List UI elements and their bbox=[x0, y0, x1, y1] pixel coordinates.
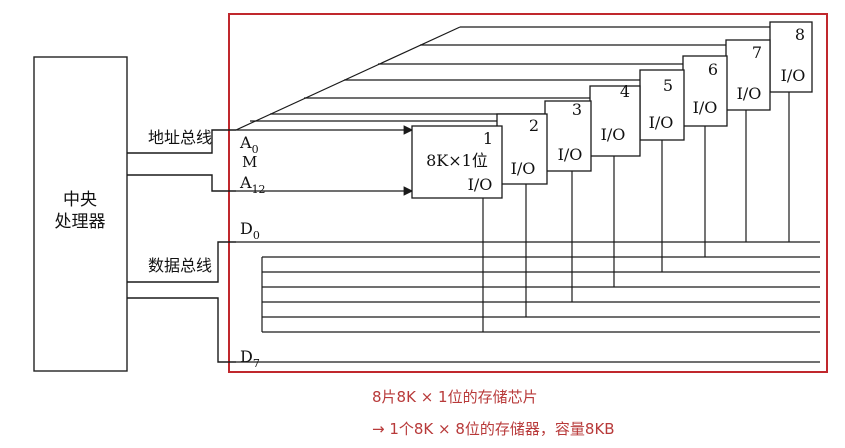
chip-6-box bbox=[682, 55, 728, 127]
chip-8: 8 I/O bbox=[769, 21, 813, 93]
chip-2-io: I/O bbox=[511, 159, 536, 178]
chip-4-box bbox=[589, 85, 641, 157]
address-bus-line bbox=[127, 129, 236, 154]
caption-line-1: 8片8K × 1位的存储芯片 bbox=[372, 388, 538, 406]
chip-4: 4 I/O bbox=[589, 82, 641, 157]
chip-5: 5 I/O bbox=[639, 69, 685, 141]
caption-line-2: → 1个8K × 8位的存储器，容量8KB bbox=[372, 420, 615, 438]
chip-1-capacity: 8K×1位 bbox=[426, 151, 488, 170]
chip-7-number: 7 bbox=[752, 43, 762, 62]
data-bus-lines bbox=[236, 241, 820, 363]
io-connections bbox=[482, 92, 790, 332]
data-bus-line-2 bbox=[127, 297, 236, 363]
chip-7-box bbox=[725, 39, 771, 111]
pin-d7: D7 bbox=[240, 347, 260, 370]
chip-6: 6 I/O bbox=[682, 55, 728, 127]
chip-3-number: 3 bbox=[572, 100, 582, 119]
chip-2-number: 2 bbox=[529, 116, 539, 135]
pin-a0: A0 bbox=[239, 133, 259, 156]
chip-8-io: I/O bbox=[781, 66, 806, 85]
pin-a12: A12 bbox=[239, 173, 266, 196]
chip-4-number: 4 bbox=[620, 82, 630, 101]
cpu-label-line2: 处理器 bbox=[55, 212, 106, 232]
chip-6-number: 6 bbox=[708, 60, 718, 79]
chip-3-box bbox=[544, 100, 592, 172]
address-bus-line-2 bbox=[127, 174, 236, 192]
address-fan-top bbox=[235, 26, 461, 131]
chip-1: 1 8K×1位 I/O bbox=[411, 125, 503, 199]
chip-1-box bbox=[411, 125, 503, 199]
chip-3-io: I/O bbox=[558, 145, 583, 164]
address-bus-label: 地址总线 bbox=[148, 128, 212, 147]
pin-m: M bbox=[242, 153, 257, 171]
chip-5-box bbox=[639, 69, 685, 141]
chip-6-io: I/O bbox=[693, 98, 718, 117]
chip-7: 7 I/O bbox=[725, 39, 771, 111]
chip-4-io: I/O bbox=[601, 125, 626, 144]
memory-frame bbox=[228, 13, 828, 373]
chip-1-io: I/O bbox=[468, 175, 493, 194]
pin-d0: D0 bbox=[240, 219, 260, 242]
chip-5-number: 5 bbox=[663, 76, 673, 95]
data-bus-label: 数据总线 bbox=[148, 256, 212, 275]
chip-8-number: 8 bbox=[795, 25, 805, 44]
cpu-box bbox=[33, 56, 128, 372]
data-bus-line bbox=[127, 241, 236, 283]
chip-7-io: I/O bbox=[737, 84, 762, 103]
cpu-label-line1: 中央 bbox=[63, 190, 97, 210]
chip-2: 2 I/O bbox=[496, 113, 548, 185]
chip-5-io: I/O bbox=[649, 113, 674, 132]
chip-1-number: 1 bbox=[483, 129, 493, 148]
chip-3: 3 I/O bbox=[544, 100, 592, 172]
